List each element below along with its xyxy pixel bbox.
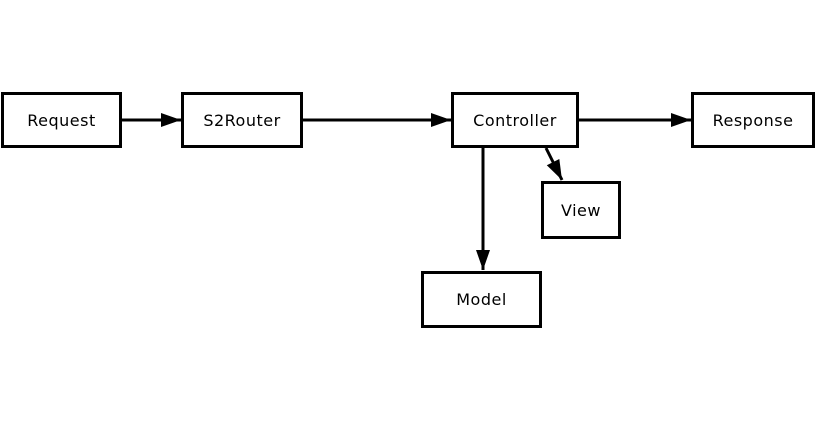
node-s2router: S2Router	[181, 92, 303, 148]
node-model-label: Model	[456, 290, 507, 309]
node-controller: Controller	[451, 92, 579, 148]
node-response: Response	[691, 92, 815, 148]
node-request-label: Request	[27, 110, 96, 130]
node-view: View	[541, 181, 621, 239]
node-request: Request	[1, 92, 122, 148]
edge-controller-to-view	[544, 147, 564, 181]
node-view-label: View	[561, 200, 601, 220]
node-controller-label: Controller	[473, 110, 557, 130]
node-response-label: Response	[712, 110, 794, 130]
node-model: Model	[421, 271, 542, 328]
node-s2router-label: S2Router	[203, 110, 281, 130]
